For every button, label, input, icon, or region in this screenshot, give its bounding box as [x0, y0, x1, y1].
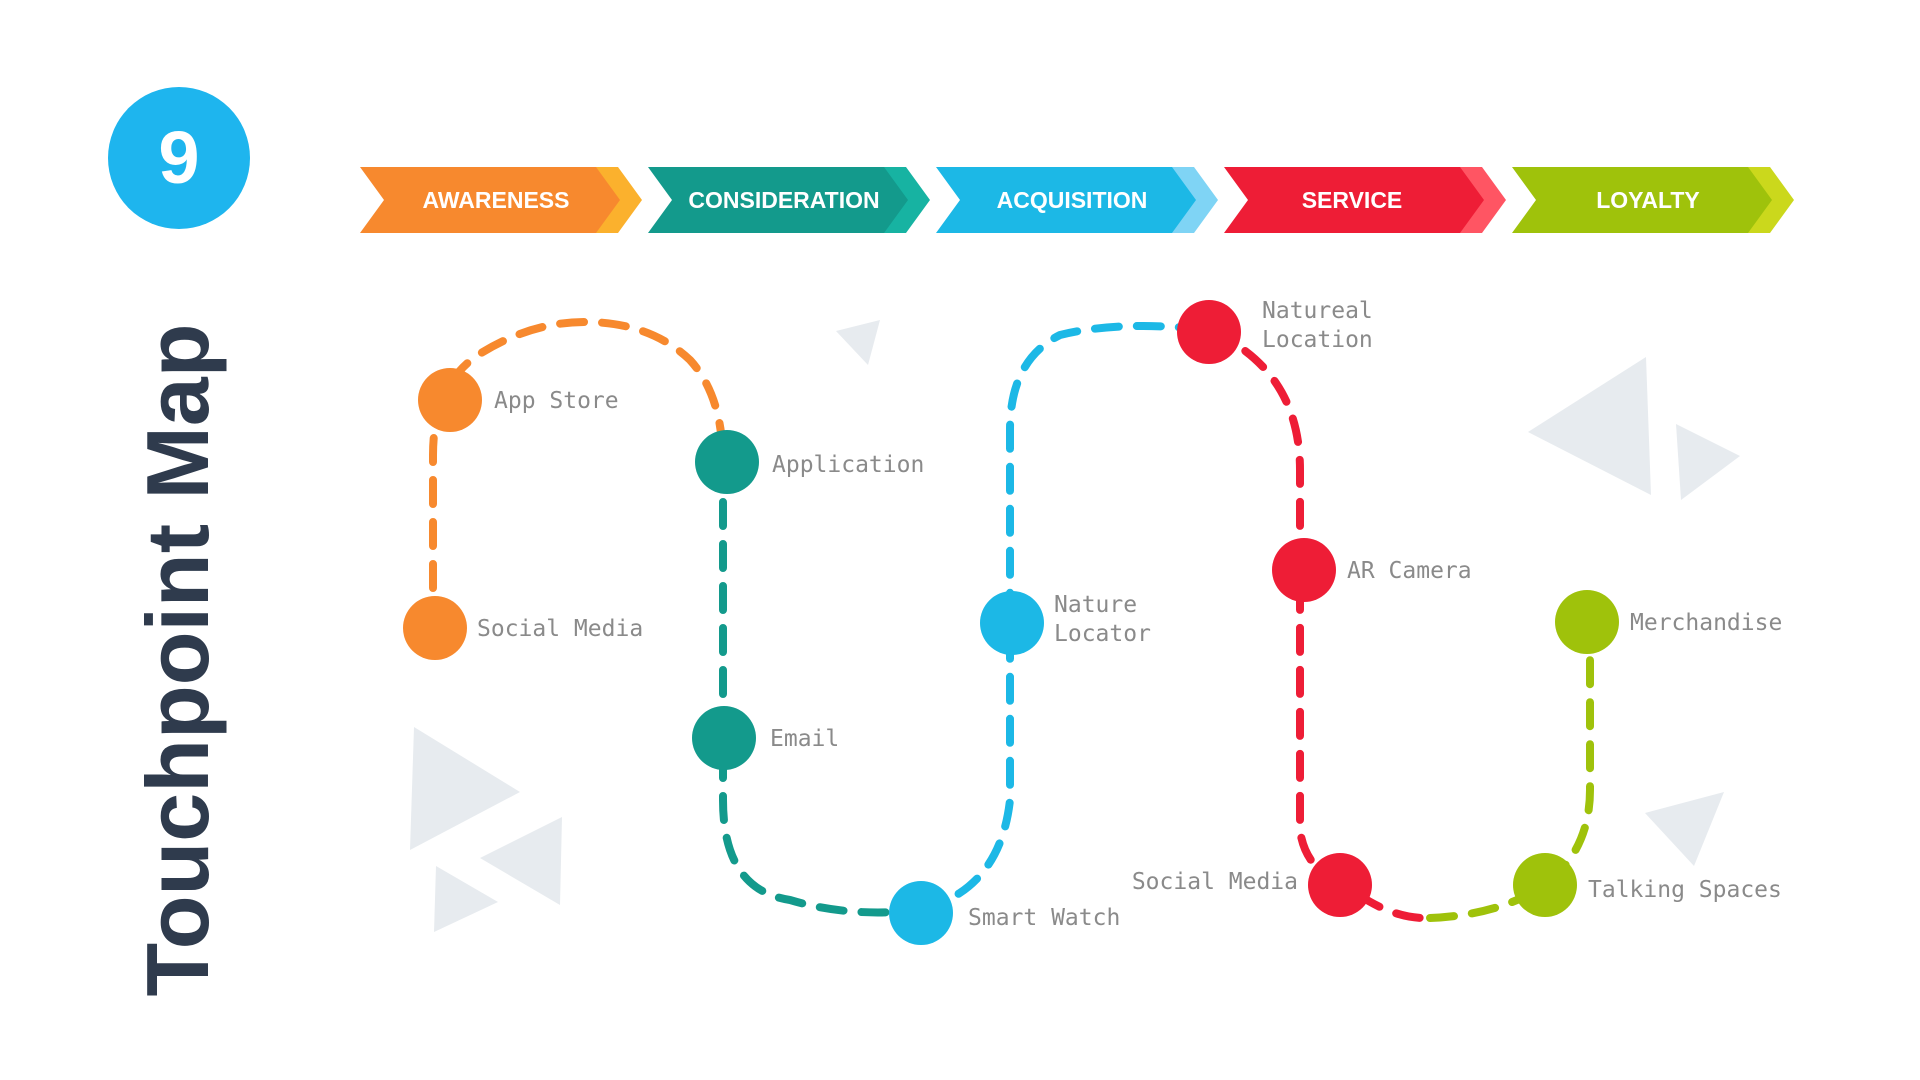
decor-triangle — [480, 817, 562, 905]
touchpoint-node-ar-camera — [1272, 538, 1336, 602]
decor-triangle — [836, 320, 880, 365]
stage-label-awareness: AWARENESS — [423, 187, 570, 213]
stage-loyalty: LOYALTY — [1512, 167, 1794, 233]
decor-triangle — [1528, 357, 1651, 495]
touchpoint-node-smart-watch — [889, 881, 953, 945]
stage-awareness: AWARENESS — [360, 167, 642, 233]
path-segment-service — [1205, 326, 1434, 923]
stage-acquisition: ACQUISITION — [936, 167, 1218, 233]
stage-label-acquisition: ACQUISITION — [997, 187, 1148, 213]
touchpoint-label: Natureal Location — [1262, 298, 1387, 353]
path-segment-consideration — [719, 456, 924, 917]
stage-consideration: CONSIDERATION — [648, 167, 930, 233]
touchpoint-label: Social Media — [1132, 869, 1298, 895]
touchpoint-label: Merchandise — [1630, 610, 1782, 636]
touchpoint-label: Email — [770, 726, 839, 752]
path-segment-awareness — [429, 317, 727, 634]
touchpoint-node-email — [692, 706, 756, 770]
touchpoint-label: App Store — [494, 388, 619, 414]
touchpoint-node-merchandise — [1555, 590, 1619, 654]
stage-service: SERVICE — [1224, 167, 1506, 233]
decor-triangle — [434, 866, 498, 932]
decor-triangle — [1676, 424, 1740, 500]
touchpoint-node-application — [695, 430, 759, 494]
touchpoint-node-natureal-location — [1177, 300, 1241, 364]
stage-label-service: SERVICE — [1302, 187, 1403, 213]
touchpoint-label: Smart Watch — [968, 905, 1120, 931]
touchpoint-node-talking-spaces — [1513, 853, 1577, 917]
slide-number-badge: 9 — [108, 87, 250, 229]
decor-triangle — [1645, 792, 1724, 866]
stage-label-consideration: CONSIDERATION — [688, 187, 879, 213]
path-segment-loyalty — [1426, 616, 1594, 922]
stage-banners: AWARENESS CONSIDERATION ACQUISITION SERV… — [360, 167, 1794, 233]
slide-number: 9 — [158, 116, 200, 199]
touchpoint-label: Nature Locator — [1054, 592, 1151, 647]
touchpoint-node-nature-locator — [980, 591, 1044, 655]
path-segment-acquisition — [916, 322, 1213, 914]
decor-triangle — [410, 727, 520, 850]
touchpoint-node-social-media-service — [1308, 853, 1372, 917]
touchpoint-labels: App Store Social Media Application Email… — [477, 298, 1782, 931]
touchpoint-nodes — [403, 300, 1619, 945]
touchpoint-label: Talking Spaces — [1588, 877, 1782, 903]
stage-label-loyalty: LOYALTY — [1596, 187, 1700, 213]
decorative-triangles — [410, 320, 1740, 932]
touchpoint-label: Application — [772, 452, 924, 478]
touchpoint-node-app-store — [418, 368, 482, 432]
touchpoint-label: Social Media — [477, 616, 643, 642]
touchpoint-label: AR Camera — [1347, 558, 1472, 584]
touchpoint-node-social-media-awareness — [403, 596, 467, 660]
